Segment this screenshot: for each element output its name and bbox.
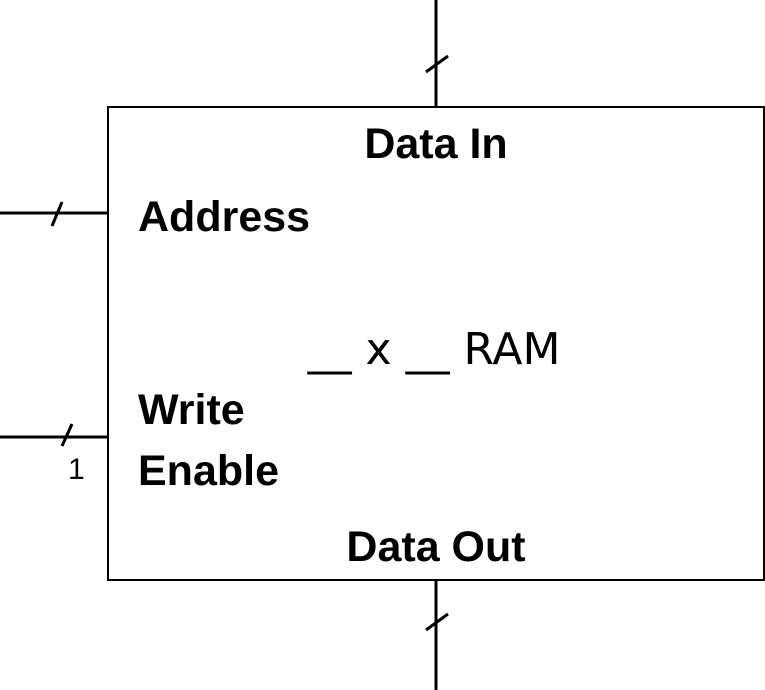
ram-box	[107, 106, 765, 581]
address-label: Address	[138, 193, 310, 241]
write-enable-label-line2: Enable	[138, 447, 279, 495]
data-in-label: Data In	[364, 120, 507, 168]
data-in-bus-tick	[425, 54, 449, 74]
address-bus-tick	[50, 201, 64, 227]
write-enable-label-line1: Write	[138, 386, 245, 434]
data-out-bus-tick	[425, 612, 449, 632]
data-out-label: Data Out	[346, 523, 525, 571]
write-enable-bus-tick	[60, 423, 74, 447]
write-enable-width-label: 1	[68, 453, 85, 486]
ram-title: __ x __ RAM	[307, 324, 561, 375]
